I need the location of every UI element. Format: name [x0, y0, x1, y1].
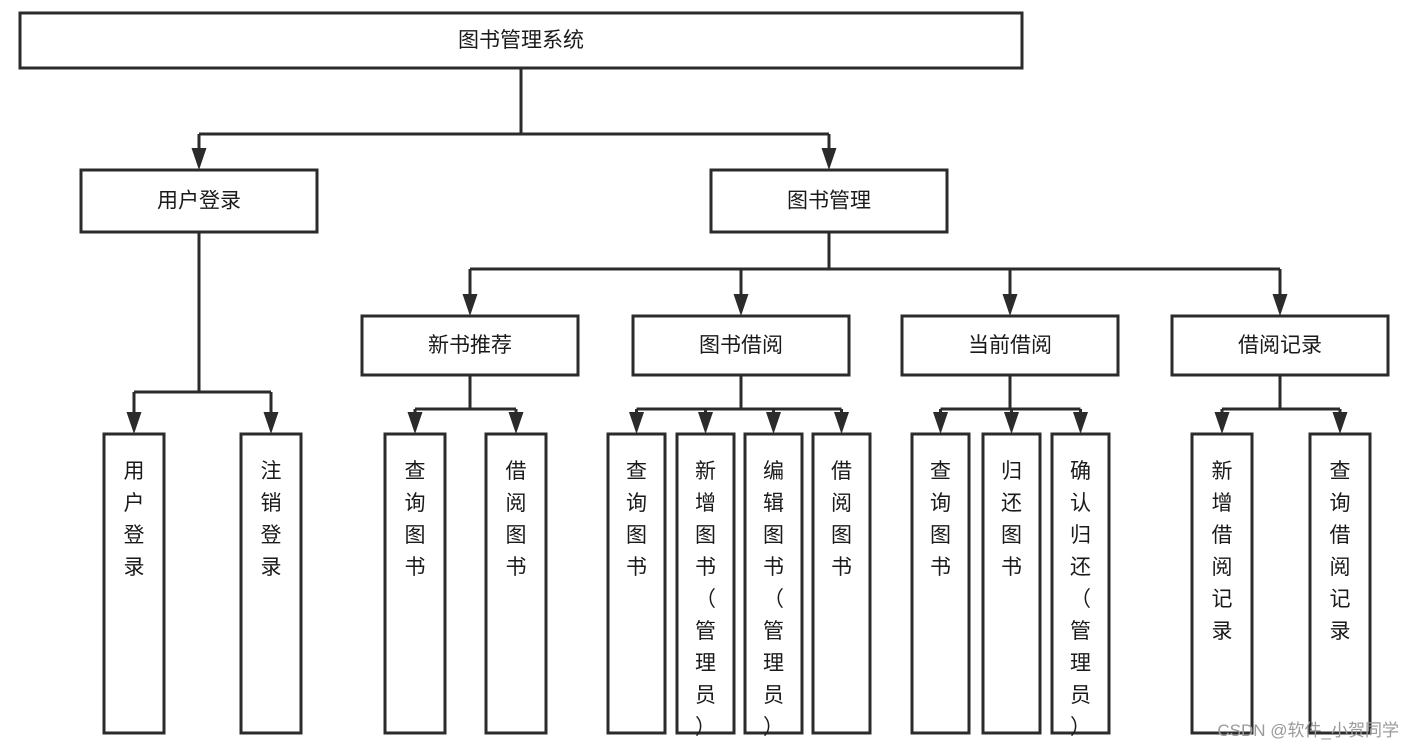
- node-label: 借阅记录: [1238, 334, 1322, 357]
- arrow-head: [1332, 412, 1348, 434]
- node-level3-1[interactable]: [631, 314, 851, 377]
- node-leaf-11[interactable]: [1190, 432, 1254, 735]
- arrow-head: [126, 412, 142, 434]
- node-label: 当前借阅: [968, 334, 1052, 357]
- node-label-vertical: 查询图书: [626, 460, 647, 579]
- node-leaf-0[interactable]: [102, 432, 166, 735]
- arrow-head: [766, 412, 781, 434]
- node-level2-0[interactable]: [79, 168, 319, 234]
- node-leaf-6[interactable]: [743, 432, 804, 735]
- node-label-vertical: 归还图书: [1001, 460, 1022, 579]
- node-level3-0[interactable]: [360, 314, 580, 377]
- node-leaf-9[interactable]: [981, 432, 1042, 735]
- arrow-head: [1004, 412, 1019, 434]
- arrow-head: [821, 148, 837, 170]
- arrow-head: [462, 294, 478, 316]
- node-label-vertical: 查询图书: [405, 460, 426, 579]
- node-leaf-1[interactable]: [239, 432, 303, 735]
- node-label-vertical: 新增图书（管理员）: [695, 460, 716, 739]
- node-level3-3[interactable]: [1170, 314, 1390, 377]
- node-leaf-10[interactable]: [1050, 432, 1111, 735]
- node-label-vertical: 注销登录: [261, 460, 282, 579]
- node-label: 新书推荐: [428, 334, 512, 357]
- node-label: 图书管理: [787, 190, 871, 213]
- arrow-head: [733, 294, 749, 316]
- node-label-vertical: 新增借阅记录: [1212, 460, 1233, 643]
- arrow-head: [191, 148, 207, 170]
- node-label-vertical: 用户登录: [124, 460, 145, 579]
- node-label-vertical: 查询借阅记录: [1330, 460, 1351, 643]
- node-level2-1[interactable]: [709, 168, 949, 234]
- arrow-head: [263, 412, 279, 434]
- csdn-watermark: CSDN @软件_小贺同学: [1217, 721, 1399, 740]
- node-leaf-5[interactable]: [675, 432, 736, 735]
- arrow-head: [1272, 294, 1288, 316]
- arrow-head: [933, 412, 948, 434]
- node-level3-2[interactable]: [900, 314, 1120, 377]
- node-label-vertical: 确认归还（管理员）: [1070, 460, 1091, 739]
- arrow-head: [508, 412, 524, 434]
- node-label-vertical: 借阅图书: [831, 460, 852, 579]
- node-label-vertical: 编辑图书（管理员）: [763, 460, 784, 739]
- node-label: 图书借阅: [699, 334, 783, 357]
- node-layer: 图书管理系统用户登录图书管理新书推荐图书借阅当前借阅借阅记录用户登录注销登录查询…: [18, 11, 1390, 739]
- node-label-vertical: 借阅图书: [506, 460, 527, 579]
- node-leaf-2[interactable]: [383, 432, 447, 735]
- connector-layer: [126, 68, 1348, 434]
- arrow-head: [407, 412, 423, 434]
- node-root-图书管理系统[interactable]: [18, 11, 1024, 70]
- arrow-head: [1214, 412, 1230, 434]
- node-leaf-4[interactable]: [606, 432, 667, 735]
- node-leaf-8[interactable]: [910, 432, 971, 735]
- node-label-vertical: 查询图书: [930, 460, 951, 579]
- node-leaf-12[interactable]: [1308, 432, 1372, 735]
- node-label: 图书管理系统: [458, 29, 584, 52]
- node-leaf-3[interactable]: [484, 432, 548, 735]
- arrow-head: [629, 412, 644, 434]
- arrow-head: [1073, 412, 1088, 434]
- arrow-head: [834, 412, 849, 434]
- node-label: 用户登录: [157, 190, 241, 213]
- node-leaf-7[interactable]: [811, 432, 872, 735]
- arrow-head: [1002, 294, 1018, 316]
- arrow-head: [698, 412, 713, 434]
